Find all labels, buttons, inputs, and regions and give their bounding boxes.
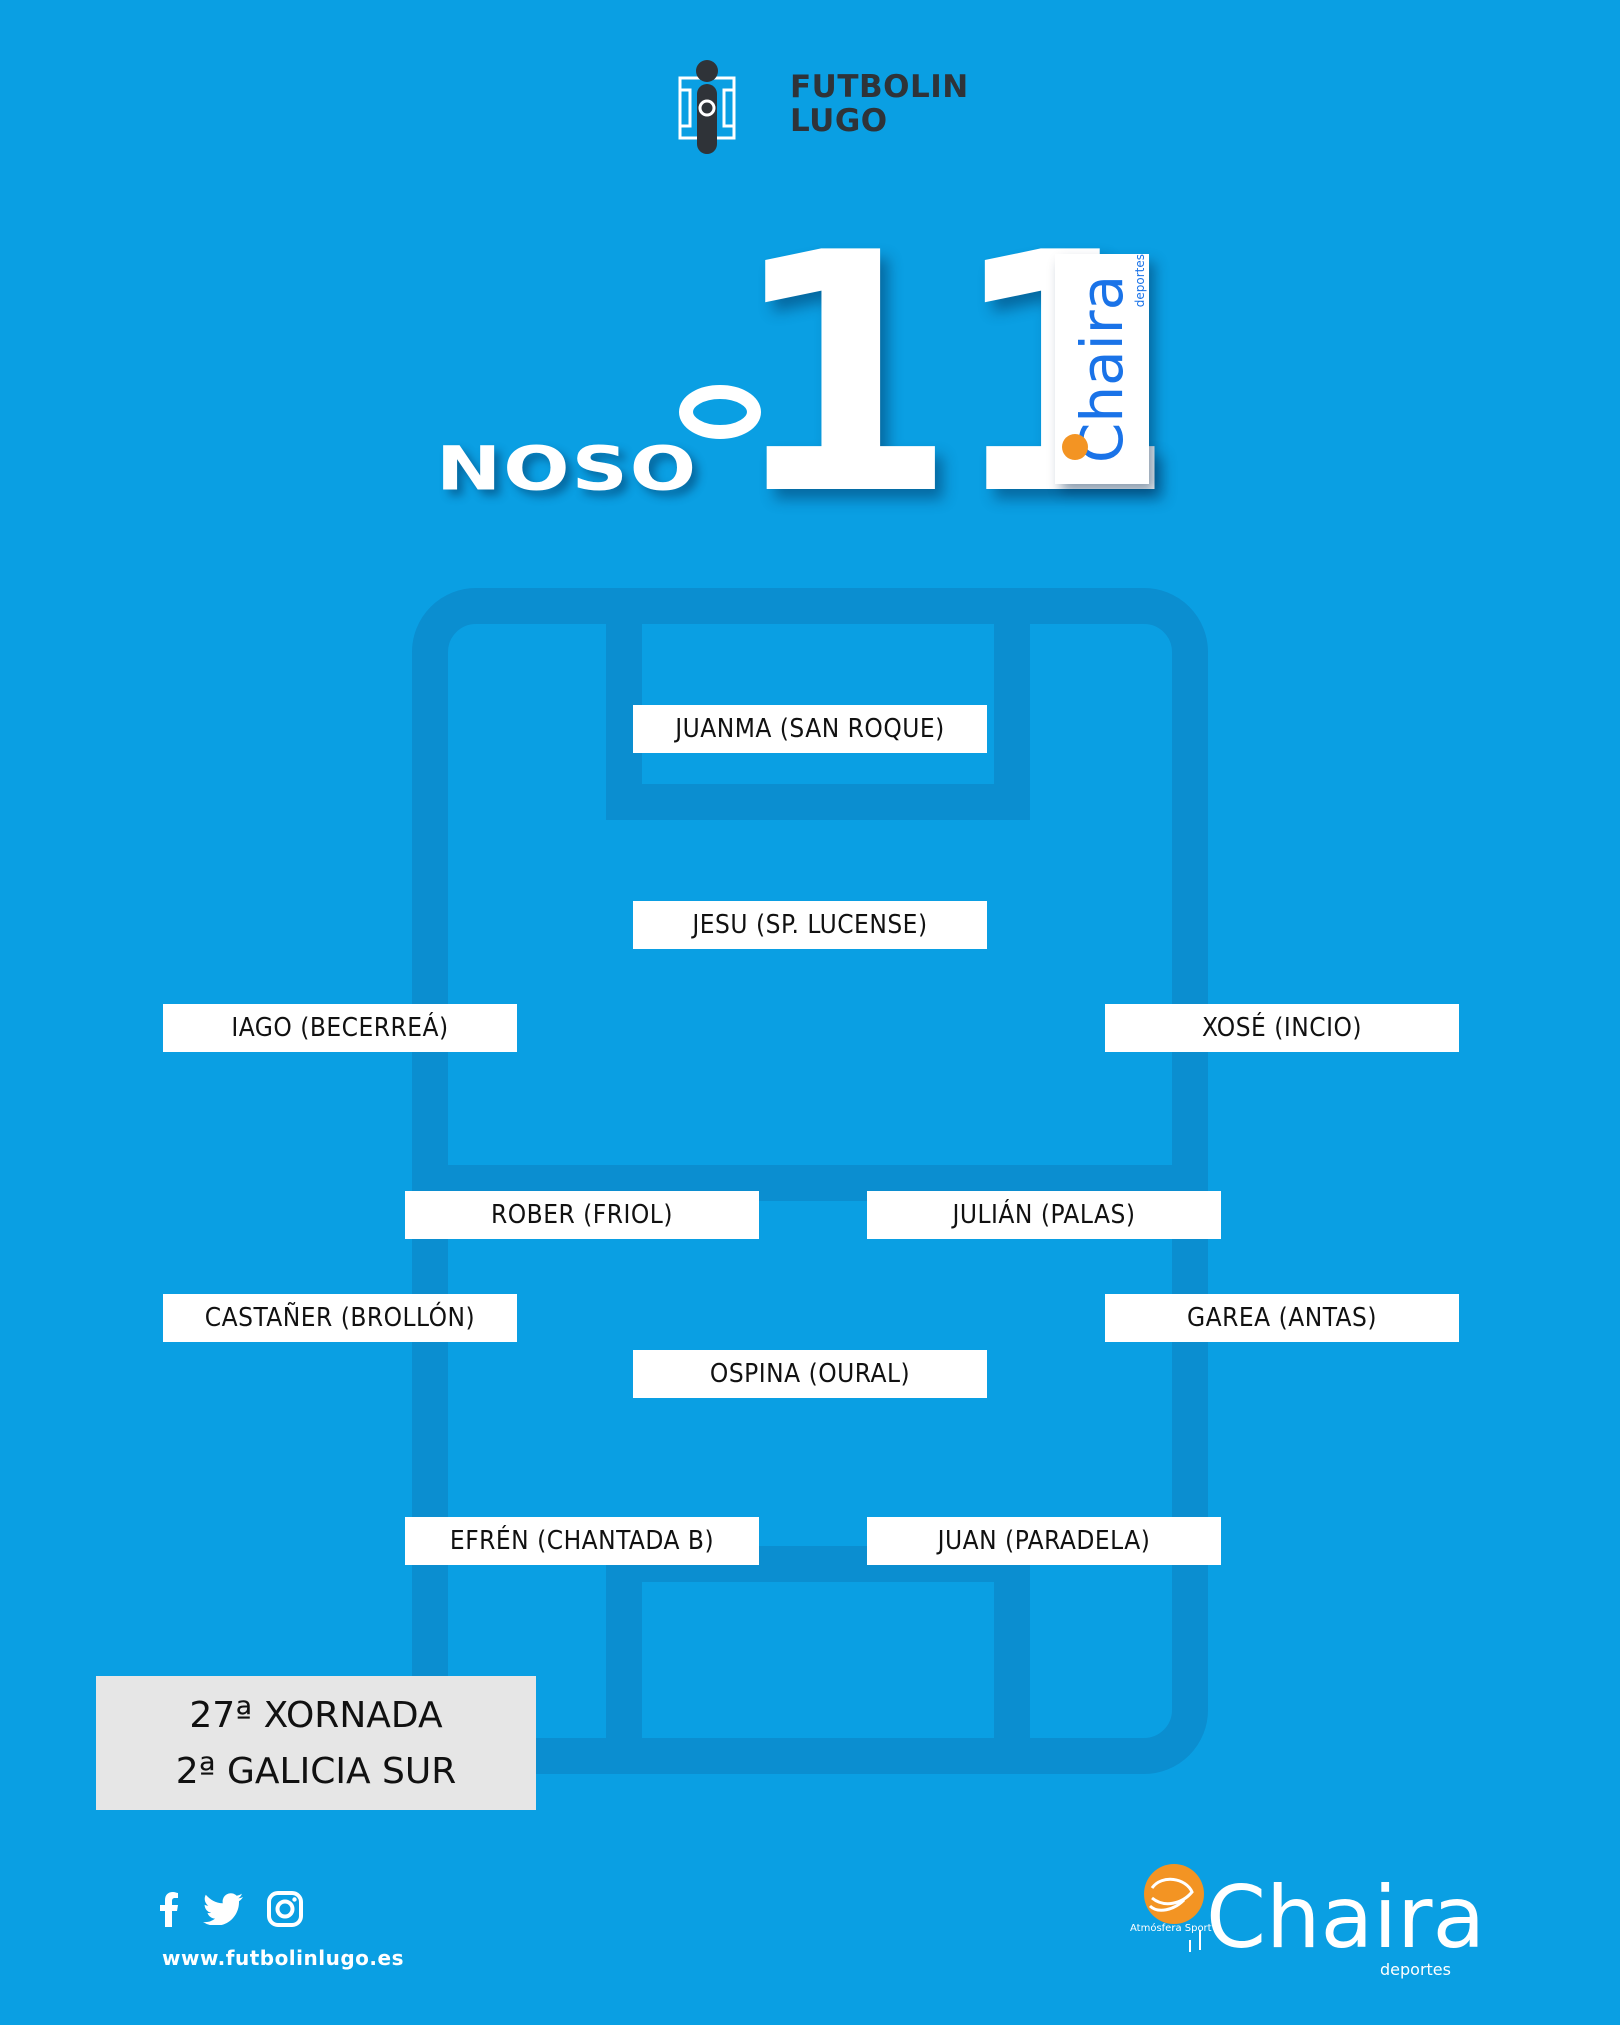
brand-name: FUTBOLIN LUGO [790,70,969,138]
facebook-icon[interactable] [158,1891,180,1931]
brand-line-1: FUTBOLIN [790,69,969,105]
player-midfielder-right: JULIÁN (PALAS) [867,1191,1221,1239]
title-o-letter: O [679,385,761,439]
chaira-logo-tagline: Atmósfera Sport [1130,1923,1212,1934]
website-link[interactable]: www.futbolinlugo.es [162,1946,404,1970]
player-defender-right: XOSÉ (INCIO) [1105,1004,1459,1052]
matchday-box: 27ª XORNADA 2ª GALICIA SUR [96,1676,536,1810]
player-midfielder-left: ROBER (FRIOL) [405,1191,759,1239]
chaira-logo-sub: deportes [1380,1960,1451,1979]
matchday-league: 2ª GALICIA SUR [175,1751,457,1792]
twitter-icon[interactable] [203,1893,244,1929]
player-forward-right: JUAN (PARADELA) [867,1517,1221,1565]
social-links [158,1890,322,1932]
player-defender-center: JESU (SP. LUCENSE) [633,901,987,949]
futbolin-lugo-logo [678,60,736,154]
sponsor-card-sub: deportes [1133,254,1147,308]
chaira-logo-name: Chaira [1206,1868,1486,1968]
player-defender-left: IAGO (BECERREÁ) [163,1004,517,1052]
matchday-round: 27ª XORNADA [189,1695,443,1736]
player-winger-left: CASTAÑER (BROLLÓN) [163,1294,517,1342]
player-forward-left: EFRÉN (CHANTADA B) [405,1517,759,1565]
chaira-logo [1144,1864,1204,1952]
sponsor-ball-icon [1062,434,1088,460]
title-noso: NOSO [436,434,699,505]
player-winger-right: GAREA (ANTAS) [1105,1294,1459,1342]
instagram-icon[interactable] [266,1890,304,1932]
goal-area-top [606,588,1030,820]
goal-area-bottom [606,1546,1030,1774]
brand-line-2: LUGO [790,103,888,139]
player-attacking-midfielder: OSPINA (OURAL) [633,1350,987,1398]
player-goalkeeper: JUANMA (SAN ROQUE) [633,705,987,753]
